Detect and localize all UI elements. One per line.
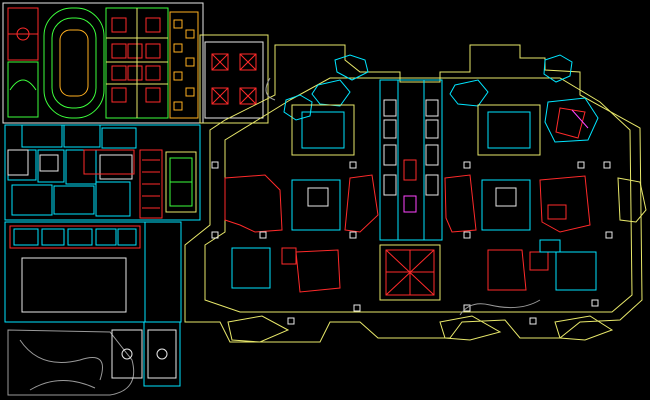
corridor-rooms (384, 100, 438, 195)
pavilion-roofs (212, 54, 256, 104)
entry-curve (266, 78, 275, 100)
tower-6 (284, 95, 312, 120)
corridor-stair (404, 160, 416, 180)
running-track-outer (44, 8, 104, 118)
green-area (8, 62, 38, 117)
outdoor-area (8, 322, 180, 395)
apt-tl-yellow (292, 105, 354, 155)
tower-5-marking (556, 108, 585, 138)
apt-red-5 (296, 250, 340, 292)
corridor-lift (404, 196, 416, 212)
atrium-pattern (386, 250, 434, 295)
court1-circle (122, 349, 132, 359)
apartment-clusters (225, 105, 596, 292)
complex-top-frame (3, 3, 203, 123)
court-grid-lines (106, 8, 168, 118)
tower-4 (544, 55, 572, 82)
rooms-frame (5, 125, 200, 220)
green-arc (10, 80, 36, 90)
landscape-path-2 (30, 380, 95, 390)
central-corridor (380, 80, 442, 300)
red-room (84, 150, 134, 174)
apt-red-2 (345, 175, 378, 232)
swimming-pool (5, 222, 181, 322)
pavilion-inner (205, 42, 263, 118)
red-zone-hatch (142, 160, 160, 208)
atrium (380, 245, 440, 300)
corridor-frame (380, 80, 442, 240)
apt-ll-red-box (282, 248, 296, 264)
court2-circle (157, 349, 167, 359)
apt-red-1 (225, 175, 282, 232)
pavilion-outline (200, 35, 268, 123)
red-zone (140, 150, 162, 218)
apt-tr-core (488, 112, 530, 148)
apt-tr-yellow (478, 105, 540, 155)
apt-red-6 (488, 250, 526, 290)
room-cells (8, 125, 136, 216)
garden-curve (460, 300, 540, 315)
basketball-court-frame (144, 322, 180, 386)
amenity-rooms (5, 125, 200, 220)
apt-lr-stair (540, 240, 560, 252)
court-grid-units (112, 18, 160, 102)
room-partitions (8, 150, 132, 179)
bottom-bays (228, 316, 612, 342)
right-rotunda (618, 178, 646, 222)
tennis-court (166, 152, 196, 212)
apt-lr-core (556, 252, 596, 290)
tower-2 (312, 80, 350, 106)
landscape-outline (8, 330, 134, 395)
pool (22, 258, 126, 312)
apt-mr-core (482, 180, 530, 230)
running-track-inner (52, 18, 96, 108)
facade-outline (185, 45, 642, 342)
apt-red-3 (445, 175, 476, 232)
apt-red-4-box (548, 205, 566, 219)
tower-5 (545, 98, 598, 142)
pool-hall-cells (14, 229, 136, 245)
apt-ml-box (308, 188, 328, 206)
tower-3 (450, 80, 488, 106)
column-grid (212, 162, 612, 324)
pool-hall-band (10, 226, 140, 248)
top-towers (284, 55, 598, 142)
apt-ml-core (292, 180, 340, 230)
basketball-court-1 (112, 330, 142, 378)
pool-hall (5, 222, 145, 322)
column-strip-detail (174, 20, 194, 110)
apt-ll-core (232, 248, 270, 288)
apt-red-4 (540, 176, 590, 232)
tower-1 (335, 55, 368, 80)
basketball-court-2 (148, 330, 176, 378)
apt-mr-box (496, 188, 516, 206)
pool-service (145, 222, 181, 322)
pavilion (200, 35, 268, 123)
apt-tl-core (302, 112, 344, 148)
apt-lr-red-box (530, 252, 548, 270)
tower-5-diag (572, 110, 588, 128)
sports-complex (3, 3, 203, 123)
track-field (60, 30, 88, 96)
facade-inner (205, 78, 632, 312)
column-strip (170, 12, 198, 118)
landscape-path (20, 340, 103, 380)
